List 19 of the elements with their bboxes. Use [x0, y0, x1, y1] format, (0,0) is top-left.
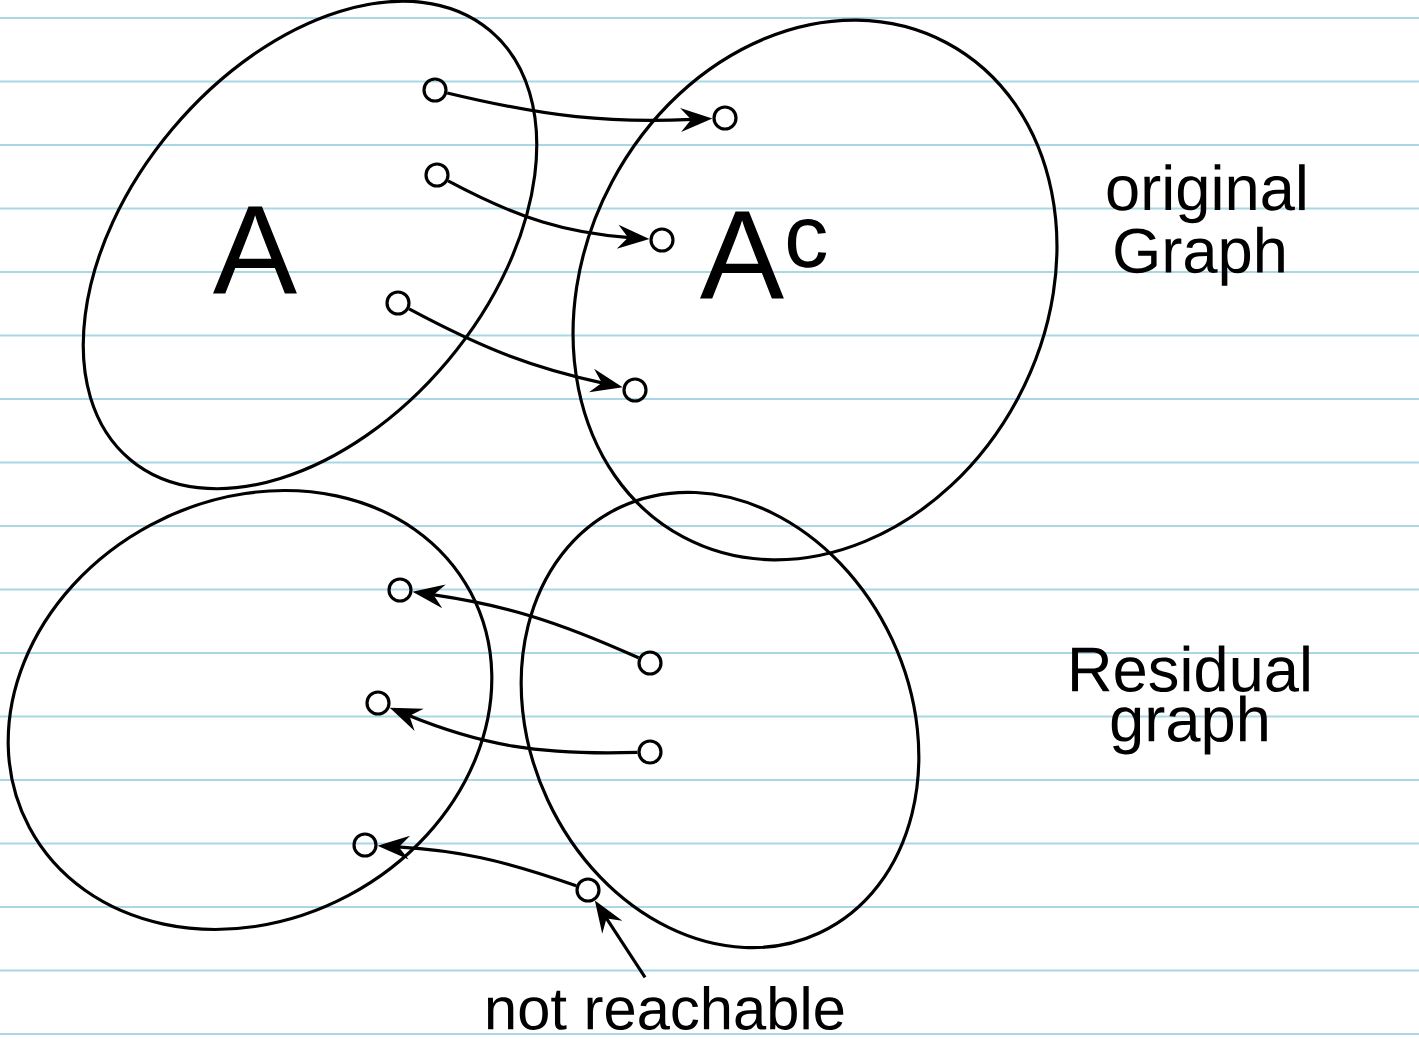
graph-caption: original Graph: [1107, 164, 1305, 286]
region-outline: A: [81, 0, 539, 491]
vertex-circle: [352, 832, 378, 858]
region-outline: [6, 489, 494, 931]
annotation-text: not reachable: [487, 986, 844, 1030]
vertex-circle: [385, 290, 411, 316]
vertex-circle: [365, 690, 391, 716]
vertex-circle: [637, 739, 663, 765]
graph-caption: Residual graph: [1072, 645, 1309, 755]
region-outline: A$^{c}$: [571, 18, 1059, 562]
vertex-circle: [422, 77, 448, 103]
vertex-circle: [637, 650, 663, 676]
vertex-circle: [649, 227, 675, 253]
vertex-circle: [622, 377, 648, 403]
vertex-circle: [575, 877, 601, 903]
vertex-circle: [387, 577, 413, 603]
vertex-circle: [712, 105, 738, 131]
region-outline: [519, 490, 921, 950]
vertex-circle: [424, 162, 450, 188]
